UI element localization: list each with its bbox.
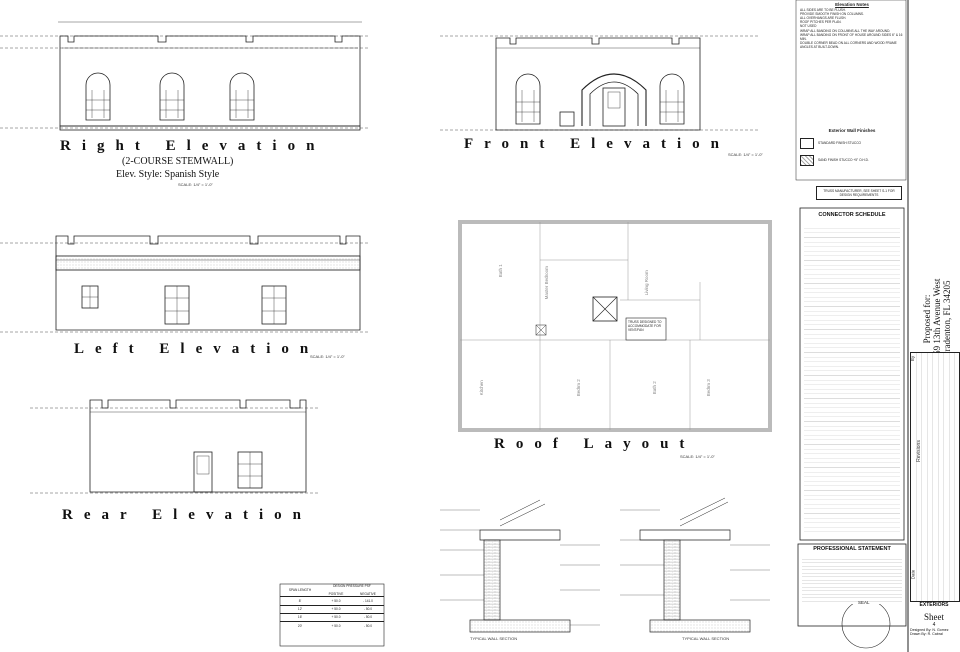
roof-layout-title: Roof Layout <box>494 436 696 452</box>
left-elevation-scale: SCALE: 1/4" = 1'-0" <box>310 354 345 359</box>
drawn-by: Drawn By: R. Cabral <box>910 632 943 636</box>
rear-elevation-drawing <box>30 399 320 494</box>
roof-layout-scale: SCALE: 1/4" = 1'-0" <box>680 454 715 459</box>
table-row: 8' + 50.0 - 141.0 <box>280 596 384 604</box>
professional-statement-title: PROFESSIONAL STATEMENT <box>813 546 891 552</box>
wall-section-right <box>620 497 770 633</box>
exterior-finishes: Exterior Wall Finishes STANDARD FINISH S… <box>800 128 904 166</box>
table-header-span: SPAN LENGTH <box>288 588 312 592</box>
table-cell: - 141.0 <box>363 598 373 603</box>
truss-manufacturer-box: TRUSS MANUFACTURER, SEE SHEET S-1 FOR DE… <box>816 186 902 201</box>
table-cell: 20' <box>297 623 303 628</box>
left-elevation-drawing <box>0 235 370 333</box>
sheet-number: 4 <box>932 622 936 628</box>
date-label: Date <box>910 569 916 580</box>
table-row: 16' + 50.0 - 50.0 <box>280 612 384 621</box>
table-cell: + 50.0 <box>331 598 341 603</box>
right-elevation-title: Right Elevation <box>60 138 326 154</box>
room-master: Master Bedroom <box>543 266 549 300</box>
elevation-note-2: PROVIDE SMOOTH FINISH ON COLUMNS. <box>800 11 864 16</box>
table-cell: - 50.0 <box>363 607 373 612</box>
room-bed2: Bedrm 2 <box>575 379 581 397</box>
sheet-label: Sheet <box>924 612 944 622</box>
by-label: By <box>910 355 916 362</box>
table-cell: 12' <box>297 607 303 612</box>
right-elevation-scale: SCALE: 1/4" = 1'-0" <box>178 182 213 187</box>
right-elevation-drawing <box>0 21 370 131</box>
table-cell: 16' <box>297 615 303 620</box>
finish-sand: SAND FINISH STUCCO +5" O.H.D. <box>818 157 869 162</box>
room-bath1: Bath 1 <box>497 264 503 278</box>
connector-schedule-body <box>804 224 900 536</box>
revisions-table <box>910 352 960 602</box>
wall-section-left-label: TYPICAL WALL SECTION <box>470 636 518 641</box>
left-elevation-title: Left Elevation <box>74 341 320 357</box>
sheet-frames <box>279 0 909 652</box>
right-elev-windows <box>85 72 255 121</box>
finish-swatch-standard <box>800 137 814 149</box>
finish-standard: STANDARD FINISH STUCCO <box>818 140 861 145</box>
elevation-note-8: DOUBLE CORNER BEAD ON ALL CORNERS AND WO… <box>800 41 897 50</box>
wall-section-left <box>440 499 600 633</box>
room-living: Living Room <box>643 270 649 296</box>
table-row: 12' + 50.0 - 50.0 <box>280 604 384 613</box>
elevation-note-3: ALL OVERHANGS ARE FLUSH. <box>800 15 847 20</box>
table-header-pressure: DESIGN PRESSURE PSF <box>333 584 371 588</box>
elevation-style: Elev. Style: Spanish Style <box>116 169 220 180</box>
design-pressure-table: SPAN LENGTH DESIGN PRESSURE PSF POSITIVE… <box>280 584 384 629</box>
revisions-label: Revisions <box>915 440 922 462</box>
sheet-info: EXTERIORS Sheet 4 Designed By: N. Gomez … <box>910 602 958 636</box>
project-address-block: Proposed for: 759 13th Avenue West Brade… <box>912 260 958 360</box>
room-kitchen: Kitchen <box>478 380 484 396</box>
wall-section-right-label: TYPICAL WALL SECTION <box>682 636 730 641</box>
front-elevation-title: Front Elevation <box>464 136 730 152</box>
connector-schedule-title: CONNECTOR SCHEDULE <box>818 212 886 218</box>
designed-by: Designed By: N. Gomez <box>910 628 949 632</box>
rear-elevation-title: Rear Elevation <box>62 507 312 523</box>
table-header-positive: POSITIVE <box>328 592 344 597</box>
table-header-negative: NEGATIVE <box>360 592 376 597</box>
elevation-note-7: WRAP ALL BANDING ON FRONT OF HOUSE AROUN… <box>800 32 903 41</box>
table-cell: - 50.0 <box>363 615 373 620</box>
elevation-notes: Elevation Notes ALL SIDES ARE TO BE FLUS… <box>800 2 904 50</box>
table-cell: + 50.0 <box>331 607 341 612</box>
room-bed3: Bedrm 3 <box>705 379 711 397</box>
room-bath2: Bath 2 <box>651 381 657 395</box>
front-elevation-scale: SCALE: 1/4" = 1'-0" <box>728 152 763 157</box>
roof-layout-drawing <box>458 220 772 432</box>
exterior-finishes-title: Exterior Wall Finishes <box>828 128 876 133</box>
table-row: 20' + 50.0 - 50.0 <box>280 621 384 629</box>
table-cell: + 50.0 <box>331 615 341 620</box>
elevation-note-4: ROOF PITCHES PER PLAN. <box>800 20 842 25</box>
front-elevation-drawing <box>440 35 760 131</box>
table-cell: + 50.0 <box>331 623 341 628</box>
elevation-note-6: WRAP ALL BANDING ON COLUMNS ALL THE WAY … <box>800 28 891 33</box>
right-elevation-subtitle: (2-COURSE STEMWALL) <box>122 156 234 167</box>
sheet-title: EXTERIORS <box>919 602 949 608</box>
table-cell: - 50.0 <box>363 623 373 628</box>
finish-swatch-sand <box>800 154 814 166</box>
professional-statement-body <box>802 556 902 604</box>
elevation-note-5: NOT USED <box>800 24 817 29</box>
elevation-notes-title: Elevation Notes <box>835 2 869 7</box>
table-cell: 8' <box>298 598 302 603</box>
seal-label: SEAL <box>858 600 870 605</box>
truss-vent-note: TRUSS DESIGNED TO ACCOMMODATE FOR VENT/F… <box>628 320 662 333</box>
elevation-note-1: ALL SIDES ARE TO BE FLUSH. <box>800 7 846 12</box>
